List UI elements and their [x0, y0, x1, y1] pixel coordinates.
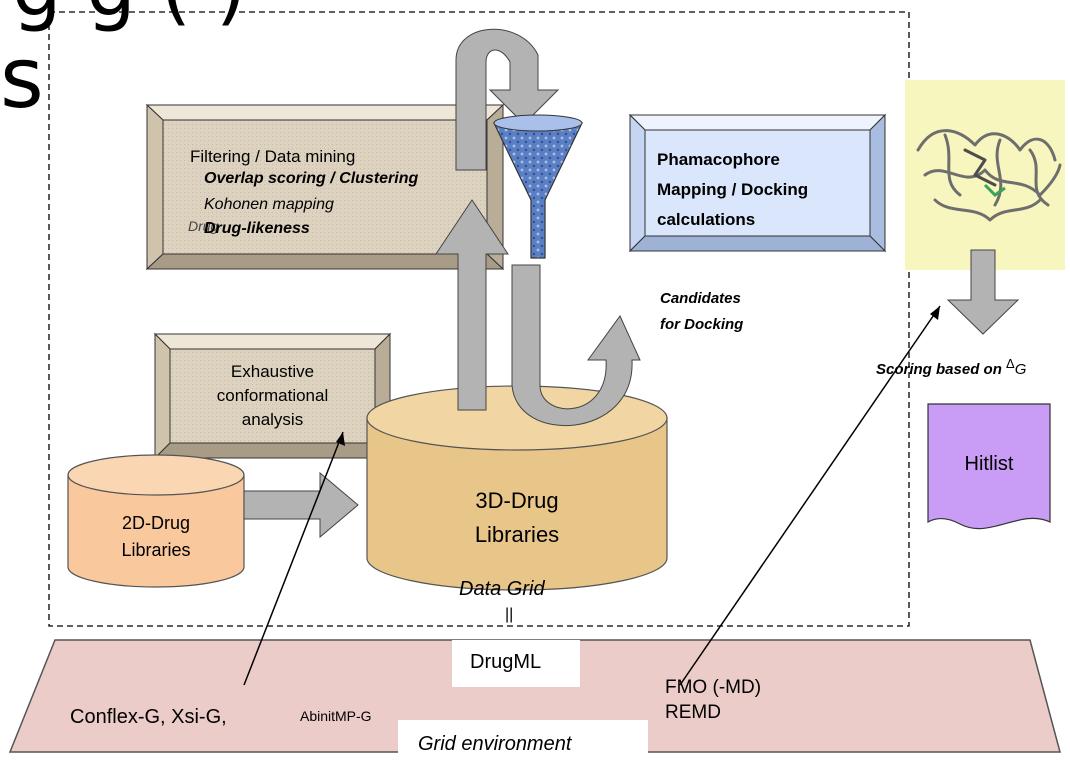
fmo-label: FMO (-MD)	[665, 677, 762, 698]
scoring-text: Scoring based on	[876, 361, 1002, 378]
conformational-box-frame	[153, 332, 392, 460]
arrow-candidates-for-docking	[511, 264, 641, 426]
slide-title-fragment: g g ( )	[12, 0, 246, 28]
pharmacophore-box-frame	[628, 113, 887, 253]
lib2d-line2: Libraries	[121, 540, 191, 560]
filtering-box-frame	[145, 103, 505, 271]
pharmacophore-line2: Mapping / Docking	[657, 180, 809, 199]
arrow-2d-to-3d	[243, 471, 359, 539]
lib2d-line1: 2D-Drug	[121, 513, 191, 533]
protein-structure-image	[916, 129, 1062, 222]
protein-structure-panel	[905, 80, 1065, 270]
drugml-box	[452, 640, 580, 687]
arrow-3d-to-filtering	[435, 199, 509, 411]
filtering-overlap: Drug	[188, 218, 219, 234]
scoring-label: Scoring based on ΔG	[876, 356, 1027, 378]
remd-label: REMD	[665, 702, 721, 723]
grid-environment-band	[8, 639, 1061, 753]
filtering-line2: Kohonen mapping	[204, 196, 334, 213]
grid-environment-label-box	[398, 720, 648, 770]
equals-glyph: ||	[505, 606, 514, 623]
g-symbol: G	[1014, 361, 1027, 378]
grid-environment-label: Grid environment	[418, 733, 572, 755]
hitlist-document	[927, 403, 1051, 530]
drugml-label: DrugML	[470, 651, 542, 673]
arrow-protein-to-scoring	[946, 249, 1020, 335]
conformational-line2: conformational	[216, 386, 329, 405]
lib3d-line1: 3D-Drug	[475, 488, 559, 513]
arrow-filtering-to-funnel	[455, 28, 560, 171]
slide-title-side-letter: s	[0, 29, 44, 127]
funnel	[493, 114, 583, 259]
delta-symbol: Δ	[1006, 356, 1015, 371]
connector-arrowhead-right	[930, 306, 940, 320]
abinit-label: AbinitMP-G	[300, 708, 372, 724]
2d-drug-library-cylinder	[67, 454, 245, 588]
filtering-line3: Drug-likeness	[204, 220, 310, 237]
candidates-line1: Candidates	[660, 290, 741, 307]
data-grid-region	[48, 11, 910, 627]
candidates-line2: for Docking	[660, 316, 744, 333]
lib3d-line2: Libraries	[474, 522, 560, 547]
conformational-line3: analysis	[241, 410, 304, 429]
data-grid-label: Data Grid	[459, 578, 545, 600]
conflex-label: Conflex-G, Xsi-G,	[70, 706, 227, 728]
pharmacophore-line1: Phamacophore	[657, 150, 780, 169]
ligand-mark	[983, 183, 1006, 197]
filtering-heading: Filtering / Data mining	[190, 147, 356, 166]
connector-arrowhead-left	[336, 432, 345, 446]
pharmacophore-line3: calculations	[657, 210, 756, 229]
filtering-line1: Overlap scoring / Clustering	[204, 170, 419, 187]
conformational-line1: Exhaustive	[230, 362, 315, 381]
connector-lines	[243, 305, 941, 686]
hitlist-label: Hitlist	[964, 453, 1014, 475]
